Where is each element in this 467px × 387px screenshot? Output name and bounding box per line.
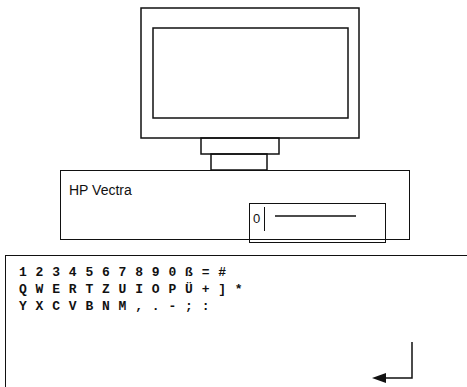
key-row: Y X C V B N M , . - ; : [19,298,461,315]
key-row: 1 2 3 4 5 6 7 8 9 0 ß = # [19,264,461,281]
key-row: Q W E R T Z U I O P Ü + ] * [19,281,461,298]
monitor-neck [211,154,267,170]
monitor-case [141,8,359,138]
drive-slot-box: 0 [249,203,386,243]
enter-key-arrowhead [372,373,386,383]
drive-label: 0 [253,207,265,231]
monitor-screen [153,28,348,118]
unit-label: HP Vectra [69,181,401,199]
keyboard-box: 1 2 3 4 5 6 7 8 9 0 ß = #Q W E R T Z U I… [5,255,467,387]
system-unit-box: HP Vectra 0 [60,170,410,240]
enter-key-arrow [386,342,412,378]
drive-slot-line [275,215,356,217]
monitor-base [201,138,279,154]
